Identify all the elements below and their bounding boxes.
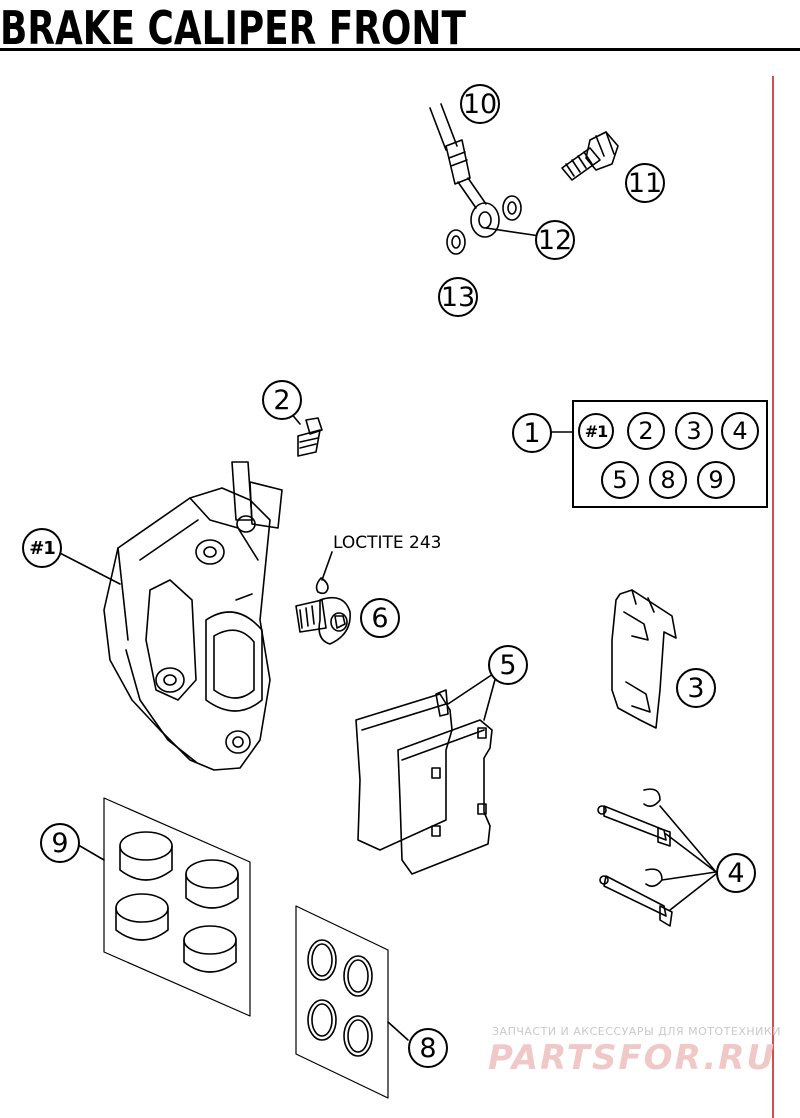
pistons-set [103, 797, 251, 1017]
callout-8: 8 [408, 1028, 448, 1068]
callout-6: 6 [360, 598, 400, 638]
caliper-bolt [295, 596, 351, 645]
kit-callout-8: 8 [649, 461, 687, 499]
kit-contents-box [572, 400, 768, 508]
caliper-body [103, 461, 283, 771]
watermark-brand: PARTSFOR.RU [488, 1038, 777, 1078]
washer-12 [502, 195, 522, 221]
kit-callout-3: 3 [675, 412, 713, 450]
callout-caliper: #1 [22, 528, 62, 568]
callout-13: 13 [438, 277, 478, 317]
washer-13 [446, 229, 466, 255]
callout-4: 4 [716, 853, 756, 893]
kit-callout-9: 9 [697, 461, 735, 499]
kit-callout-2: 2 [627, 412, 665, 450]
brake-hose [429, 103, 500, 238]
callout-5: 5 [488, 645, 528, 685]
callout-12: 12 [535, 220, 575, 260]
pad-pins [597, 788, 673, 927]
watermark-caption: ЗАПЧАСТИ И АКСЕССУАРЫ ДЛЯ МОТОТЕХНИКИ [492, 1025, 781, 1038]
page-title: BRAKE CALIPER FRONT [0, 1, 466, 55]
banjo-bolt [561, 131, 619, 181]
callout-1: 1 [512, 413, 552, 453]
bleed-screw [289, 411, 323, 457]
callout-10: 10 [460, 84, 500, 124]
title-rule [0, 48, 800, 51]
pad-spring [611, 589, 677, 729]
kit-callout-5: 5 [601, 461, 639, 499]
callout-11: 11 [625, 163, 665, 203]
callout-3: 3 [676, 668, 716, 708]
margin-line [772, 76, 774, 1118]
loctite-note: LOCTITE 243 [333, 533, 442, 553]
kit-callout-4: 4 [721, 412, 759, 450]
callout-2: 2 [262, 380, 302, 420]
callout-9: 9 [40, 823, 80, 863]
kit-callout-hash: #1 [578, 413, 614, 449]
brake-pads [355, 689, 493, 875]
seal-set [295, 905, 389, 1099]
